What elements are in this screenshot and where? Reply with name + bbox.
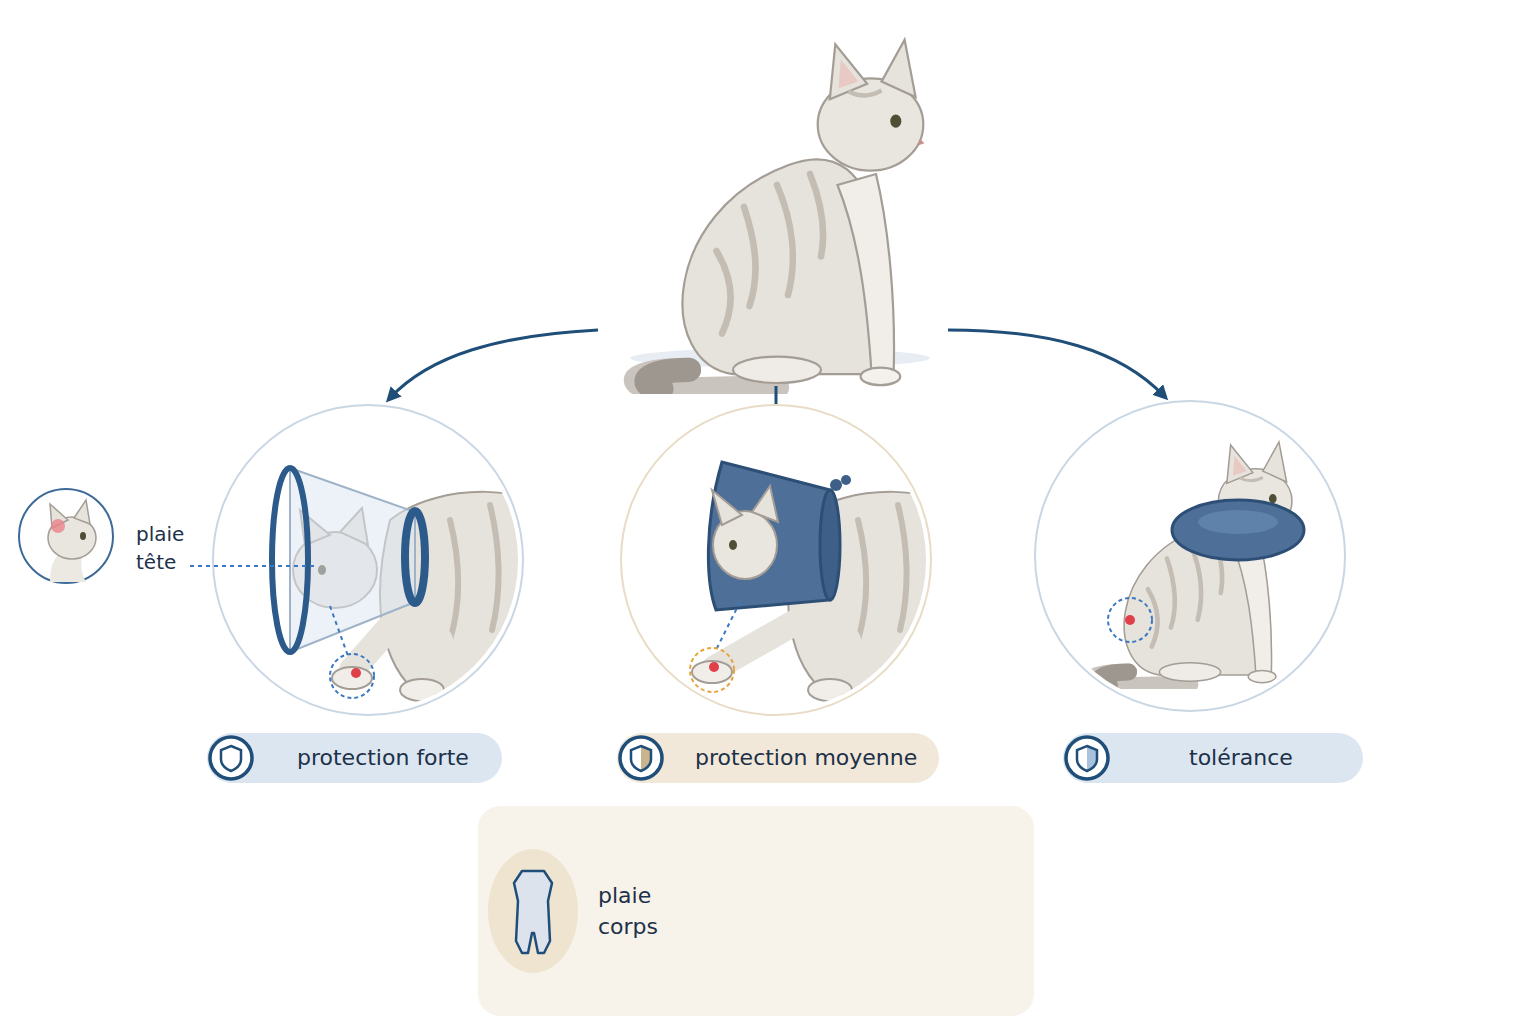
callout-label: plaie tête [136, 520, 206, 576]
level-label: tolérance [1189, 745, 1293, 771]
body-wound-panel: plaie corps [478, 806, 1034, 1016]
cat-head-icon [20, 490, 112, 582]
level-label: protection moyenne [695, 745, 917, 771]
level-label: protection forte [297, 745, 469, 771]
level-pill: protection forte [207, 733, 502, 783]
level-pill: protection moyenne [617, 733, 939, 783]
wound-callout: plaie tête [18, 488, 114, 584]
shield-icon [617, 734, 665, 782]
callout-label: plaie corps [598, 880, 688, 942]
shield-icon [207, 734, 255, 782]
shield-icon [1063, 734, 1111, 782]
level-pill: tolérance [1063, 733, 1363, 783]
body-suit-icon [488, 849, 578, 973]
